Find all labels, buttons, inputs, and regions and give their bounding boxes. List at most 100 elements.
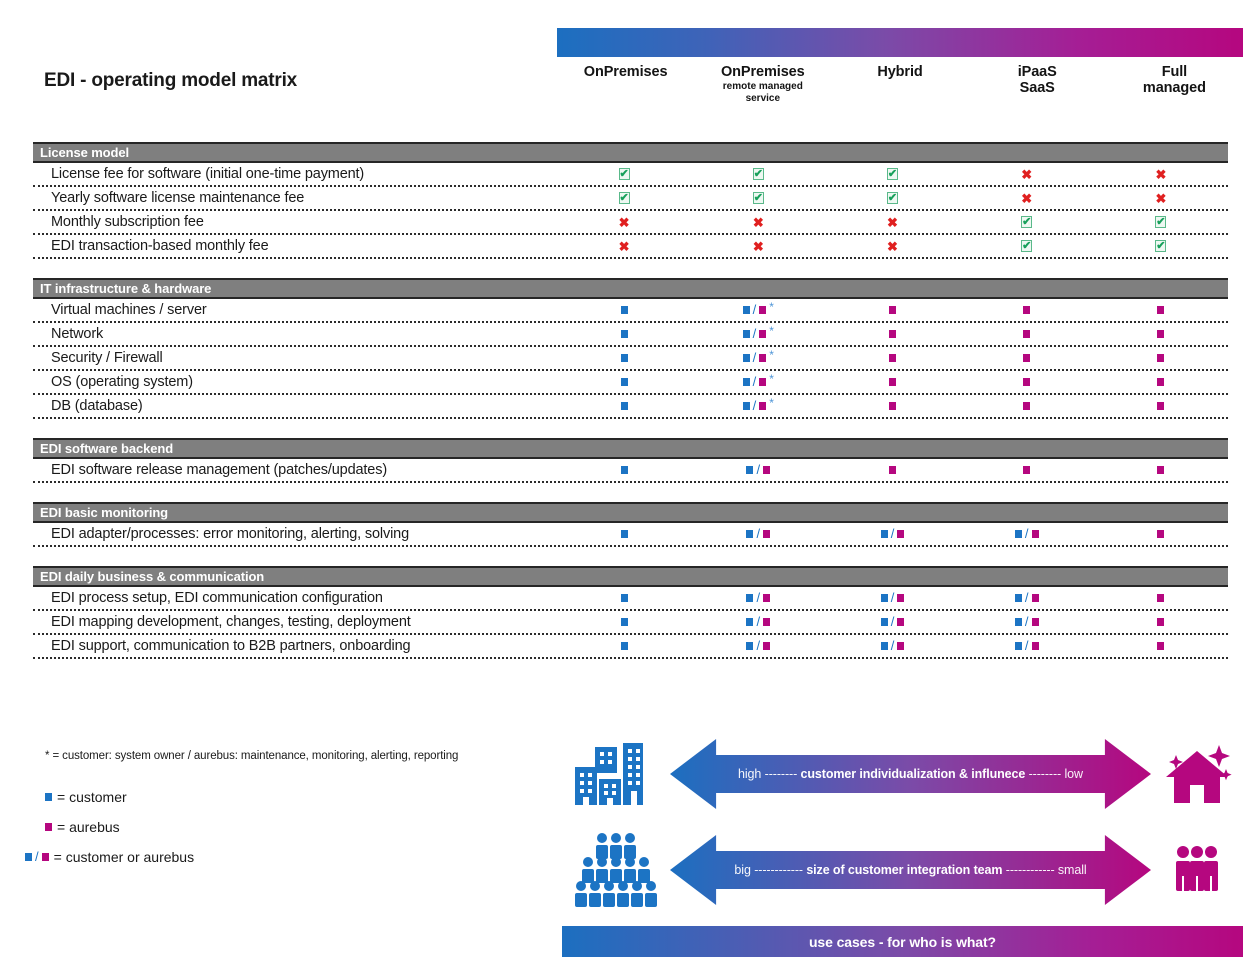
cross-icon: ✖ bbox=[1155, 166, 1167, 182]
mark-aurebus bbox=[1157, 642, 1165, 650]
mark-aurebus bbox=[889, 402, 896, 410]
legend-footnote: * = customer: system owner / aurebus: ma… bbox=[45, 750, 459, 762]
mark-aurebus bbox=[1157, 466, 1165, 474]
legend-item-label: = customer bbox=[57, 789, 127, 805]
matrix-cell: / bbox=[960, 635, 1094, 657]
customer-square-icon bbox=[742, 330, 750, 338]
aurebus-square-icon bbox=[1023, 402, 1031, 410]
matrix-cell: ✖ bbox=[825, 235, 959, 257]
aurebus-square-icon bbox=[1157, 530, 1165, 538]
aurebus-square-icon bbox=[1023, 378, 1031, 386]
matrix-cell bbox=[960, 323, 1094, 345]
matrix-cell bbox=[557, 523, 691, 545]
aurebus-square-icon bbox=[1023, 466, 1031, 474]
legend-item: /= customer or aurebus bbox=[25, 849, 565, 865]
mark-customer-or-aurebus: / bbox=[25, 849, 49, 865]
matrix-cell: /* bbox=[691, 347, 825, 369]
column-header-title: Hybrid bbox=[877, 64, 923, 80]
table-row: Virtual machines / server/* bbox=[33, 299, 1228, 323]
slash-separator: / bbox=[756, 525, 761, 541]
mark-customer bbox=[620, 378, 628, 386]
customer-square-icon bbox=[880, 594, 888, 602]
matrix-cell bbox=[825, 395, 959, 417]
row-label: Virtual machines / server bbox=[51, 302, 207, 318]
matrix-cell bbox=[1094, 395, 1228, 417]
mark-customer bbox=[620, 618, 628, 626]
row-cells: /// bbox=[557, 611, 1228, 633]
checkmark-icon: ✔ bbox=[618, 167, 630, 180]
matrix-cell: ✖ bbox=[691, 211, 825, 233]
aurebus-square-icon bbox=[763, 642, 771, 650]
aurebus-square-icon bbox=[759, 330, 767, 338]
row-cells: /* bbox=[557, 347, 1228, 369]
mark-customer-or-aurebus: / bbox=[746, 525, 771, 542]
mark-customer bbox=[620, 594, 628, 602]
mark-aurebus bbox=[1157, 402, 1165, 410]
aurebus-square-icon bbox=[897, 618, 905, 626]
mark-included: ✔ bbox=[1155, 239, 1167, 252]
slash-separator: / bbox=[752, 349, 757, 365]
aurebus-square-icon bbox=[897, 642, 905, 650]
aurebus-square-icon bbox=[1031, 594, 1039, 602]
asterisk-icon: * bbox=[769, 300, 774, 314]
cross-icon: ✖ bbox=[618, 238, 630, 254]
aurebus-square-icon bbox=[1023, 330, 1031, 338]
mark-aurebus bbox=[889, 306, 896, 314]
arrow1-text: customer individualization & influnece bbox=[800, 767, 1026, 781]
checkmark-icon: ✔ bbox=[887, 191, 898, 204]
row-cells: /* bbox=[557, 371, 1228, 393]
matrix-cell bbox=[557, 347, 691, 369]
matrix-cell bbox=[825, 371, 959, 393]
mark-included: ✔ bbox=[752, 167, 764, 180]
customer-square-icon bbox=[742, 306, 750, 314]
arrow2-left-word: big bbox=[734, 863, 751, 877]
matrix-cell bbox=[557, 587, 691, 609]
asterisk-icon: * bbox=[769, 396, 774, 410]
aurebus-square-icon bbox=[1031, 530, 1039, 538]
group-header: IT infrastructure & hardware bbox=[33, 278, 1228, 299]
mark-aurebus bbox=[1157, 330, 1165, 338]
table-row: DB (database)/* bbox=[33, 395, 1228, 419]
matrix-cell bbox=[1094, 323, 1228, 345]
customer-square-icon bbox=[746, 530, 754, 538]
matrix-cell: / bbox=[960, 611, 1094, 633]
arrow2-text: size of customer integration team bbox=[806, 863, 1003, 877]
matrix-cell bbox=[1094, 299, 1228, 321]
mark-customer-or-aurebus-starred: /* bbox=[742, 349, 774, 366]
checkmark-icon: ✔ bbox=[618, 191, 630, 204]
mark-customer bbox=[620, 466, 628, 474]
mark-customer bbox=[620, 642, 628, 650]
aurebus-square-icon bbox=[1157, 594, 1165, 602]
mark-included: ✔ bbox=[1021, 216, 1033, 228]
arrow-row-individualization: high -------- customer individualization… bbox=[562, 726, 1243, 822]
matrix-cell bbox=[557, 299, 691, 321]
legend-item: = customer bbox=[45, 789, 565, 805]
arrow1-right-word: low bbox=[1064, 767, 1084, 781]
slash-separator: / bbox=[752, 397, 757, 413]
arrow1-dashes-left: -------- bbox=[764, 767, 798, 781]
mark-customer-or-aurebus: / bbox=[746, 638, 771, 654]
slash-separator: / bbox=[752, 373, 757, 389]
mark-aurebus bbox=[889, 330, 896, 338]
matrix-cell: ✔ bbox=[691, 163, 825, 185]
cross-icon: ✖ bbox=[752, 238, 764, 254]
table-row: Yearly software license maintenance fee✔… bbox=[33, 187, 1228, 211]
aurebus-square-icon bbox=[1157, 306, 1165, 314]
checkmark-icon: ✔ bbox=[1155, 215, 1167, 228]
arrow-individualization-label: high -------- customer individualization… bbox=[738, 767, 1083, 781]
checkmark-icon: ✔ bbox=[752, 167, 764, 180]
mark-customer-or-aurebus: / bbox=[1014, 614, 1039, 630]
aurebus-square-icon bbox=[1157, 642, 1165, 650]
mark-customer-or-aurebus: / bbox=[746, 462, 771, 478]
mark-customer bbox=[620, 354, 628, 362]
mark-excluded: ✖ bbox=[1021, 192, 1032, 205]
mark-customer bbox=[620, 306, 628, 314]
matrix-cell: / bbox=[825, 587, 959, 609]
aurebus-square-icon bbox=[1157, 378, 1165, 386]
arrow2-dashes-left: ------------ bbox=[754, 863, 803, 877]
checkmark-icon: ✔ bbox=[1155, 239, 1167, 252]
cross-icon: ✖ bbox=[887, 238, 898, 254]
